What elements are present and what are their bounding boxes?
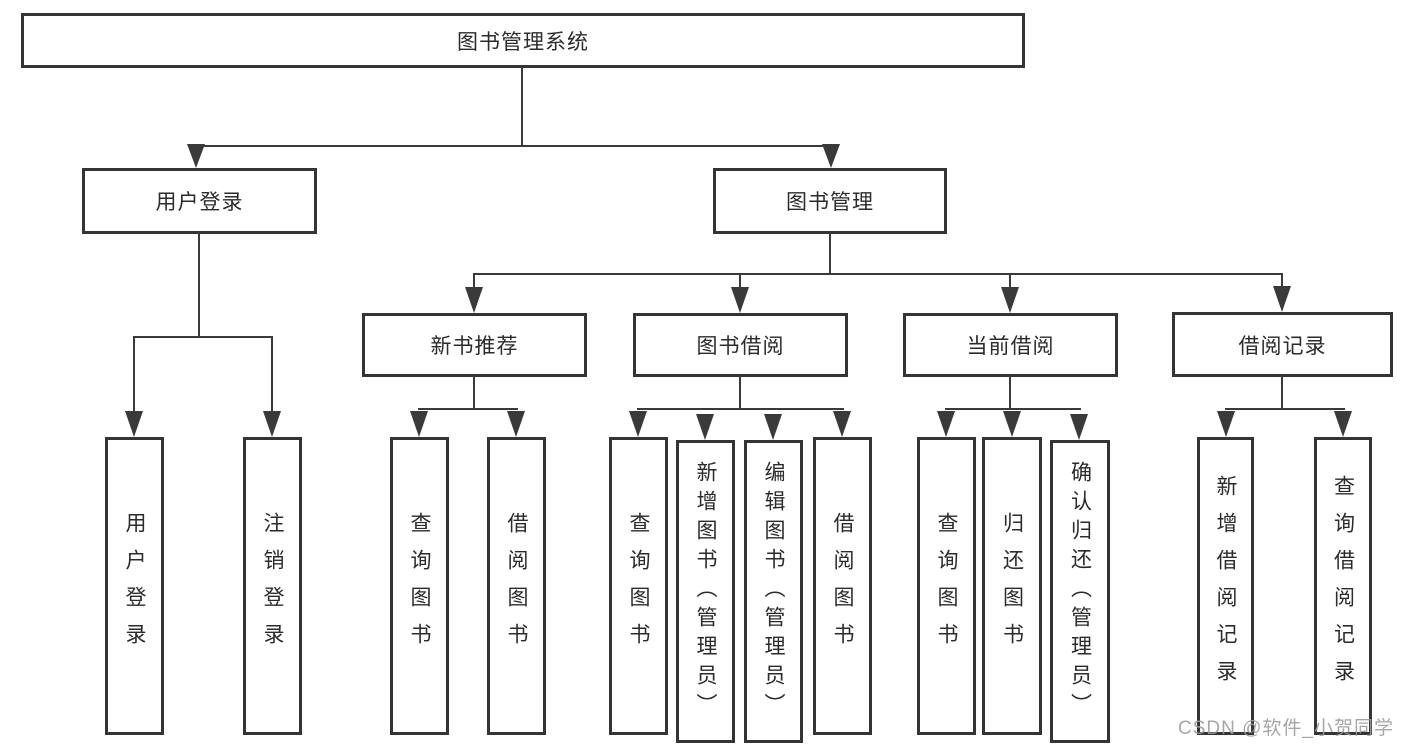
node-label: 用户登录 [155, 191, 244, 214]
node-book-borrow: 图书借阅 [633, 313, 848, 377]
connector-level3-stem-3 [1009, 273, 1011, 289]
leaf-query-current-borrow: 查询图书 [917, 437, 976, 735]
leaf-label: 确认归还（管理员） [1068, 461, 1092, 722]
node-label: 图书管理系统 [457, 30, 589, 54]
leaf-edit-book-admin: 编辑图书（管理员） [744, 440, 803, 743]
leaf-label: 归还图书 [1000, 512, 1024, 660]
node-borrow-records: 借阅记录 [1172, 312, 1393, 377]
node-label: 借阅记录 [1238, 334, 1327, 358]
leaf-label: 用户登录 [123, 512, 146, 660]
arrow-down-icon [1001, 287, 1019, 313]
leaf-add-book-admin: 新增图书（管理员） [676, 440, 735, 743]
node-label: 图书管理 [786, 191, 874, 214]
leaf-label: 新增图书（管理员） [694, 461, 717, 722]
leaf-label: 查询图书 [935, 512, 958, 660]
arrow-down-icon [1334, 411, 1352, 437]
leaf-label: 注销登录 [261, 512, 284, 660]
connector-groupE-branch [1225, 408, 1345, 410]
connector-newbook-down [473, 376, 475, 409]
connector-level3-branch [473, 273, 1283, 275]
leaf-logout: 注销登录 [243, 437, 302, 735]
arrow-down-icon [731, 287, 749, 313]
arrow-down-icon [937, 411, 955, 437]
leaf-confirm-return-admin: 确认归还（管理员） [1050, 440, 1110, 743]
watermark: CSDN @软件_小贺同学 [1178, 718, 1394, 739]
connector-level3-stem-2 [739, 273, 741, 289]
arrow-down-icon [1003, 411, 1021, 437]
connector-bookmgmt-down [829, 232, 831, 275]
leaf-user-login: 用户登录 [105, 437, 164, 735]
arrow-down-icon [187, 144, 205, 168]
leaf-query-book-recommend: 查询图书 [390, 437, 449, 735]
arrow-down-icon [833, 411, 851, 437]
node-user-login: 用户登录 [82, 168, 317, 234]
arrow-down-icon [629, 411, 647, 437]
connector-groupD-branch [945, 408, 1081, 410]
node-new-book-recommend: 新书推荐 [362, 313, 587, 377]
arrow-down-icon [696, 414, 714, 440]
connector-records-down [1281, 376, 1283, 409]
node-label: 当前借阅 [966, 335, 1055, 358]
leaf-borrow-book: 借阅图书 [813, 437, 872, 735]
leaf-query-borrow-record: 查询借阅记录 [1314, 437, 1372, 735]
leaf-label: 借阅图书 [505, 512, 528, 660]
arrow-down-icon [764, 414, 782, 440]
arrow-down-icon [1217, 411, 1235, 437]
node-book-management: 图书管理 [713, 168, 947, 234]
connector-userlogin-down [198, 232, 200, 338]
arrow-down-icon [822, 144, 840, 168]
node-system-root: 图书管理系统 [21, 13, 1025, 68]
connector-groupC-branch [637, 408, 844, 410]
leaf-label: 借阅图书 [831, 512, 854, 660]
connector-bookborrow-down [739, 376, 741, 409]
node-current-borrow: 当前借阅 [903, 313, 1118, 377]
leaf-label: 查询图书 [627, 512, 650, 660]
arrow-down-icon [1070, 414, 1088, 440]
arrow-down-icon [263, 411, 281, 437]
arrow-down-icon [1273, 286, 1291, 312]
leaf-label: 查询图书 [408, 512, 431, 660]
leaf-return-book: 归还图书 [982, 437, 1042, 735]
arrow-down-icon [125, 411, 143, 437]
leaf-add-borrow-record: 新增借阅记录 [1197, 437, 1254, 735]
connector-groupB-branch [418, 408, 518, 410]
leaf-borrow-book-recommend: 借阅图书 [487, 437, 546, 735]
leaf-query-book: 查询图书 [609, 437, 668, 735]
connector-level3-stem-1 [473, 273, 475, 289]
arrow-down-icon [410, 411, 428, 437]
leaf-label: 新增借阅记录 [1214, 475, 1237, 697]
leaf-label: 编辑图书（管理员） [762, 461, 785, 722]
connector-level3-stem-4 [1281, 273, 1283, 289]
connector-root-down [521, 68, 523, 147]
connector-currentborrow-down [1009, 376, 1011, 409]
arrow-down-icon [507, 411, 525, 437]
connector-groupA-left [133, 336, 135, 415]
node-label: 新书推荐 [430, 335, 519, 358]
arrow-down-icon [465, 287, 483, 313]
node-label: 图书借阅 [696, 335, 785, 358]
connector-groupA-right [271, 336, 273, 415]
leaf-label: 查询借阅记录 [1331, 475, 1355, 697]
connector-level2-branch [195, 145, 833, 147]
connector-groupA-branch [133, 336, 273, 338]
